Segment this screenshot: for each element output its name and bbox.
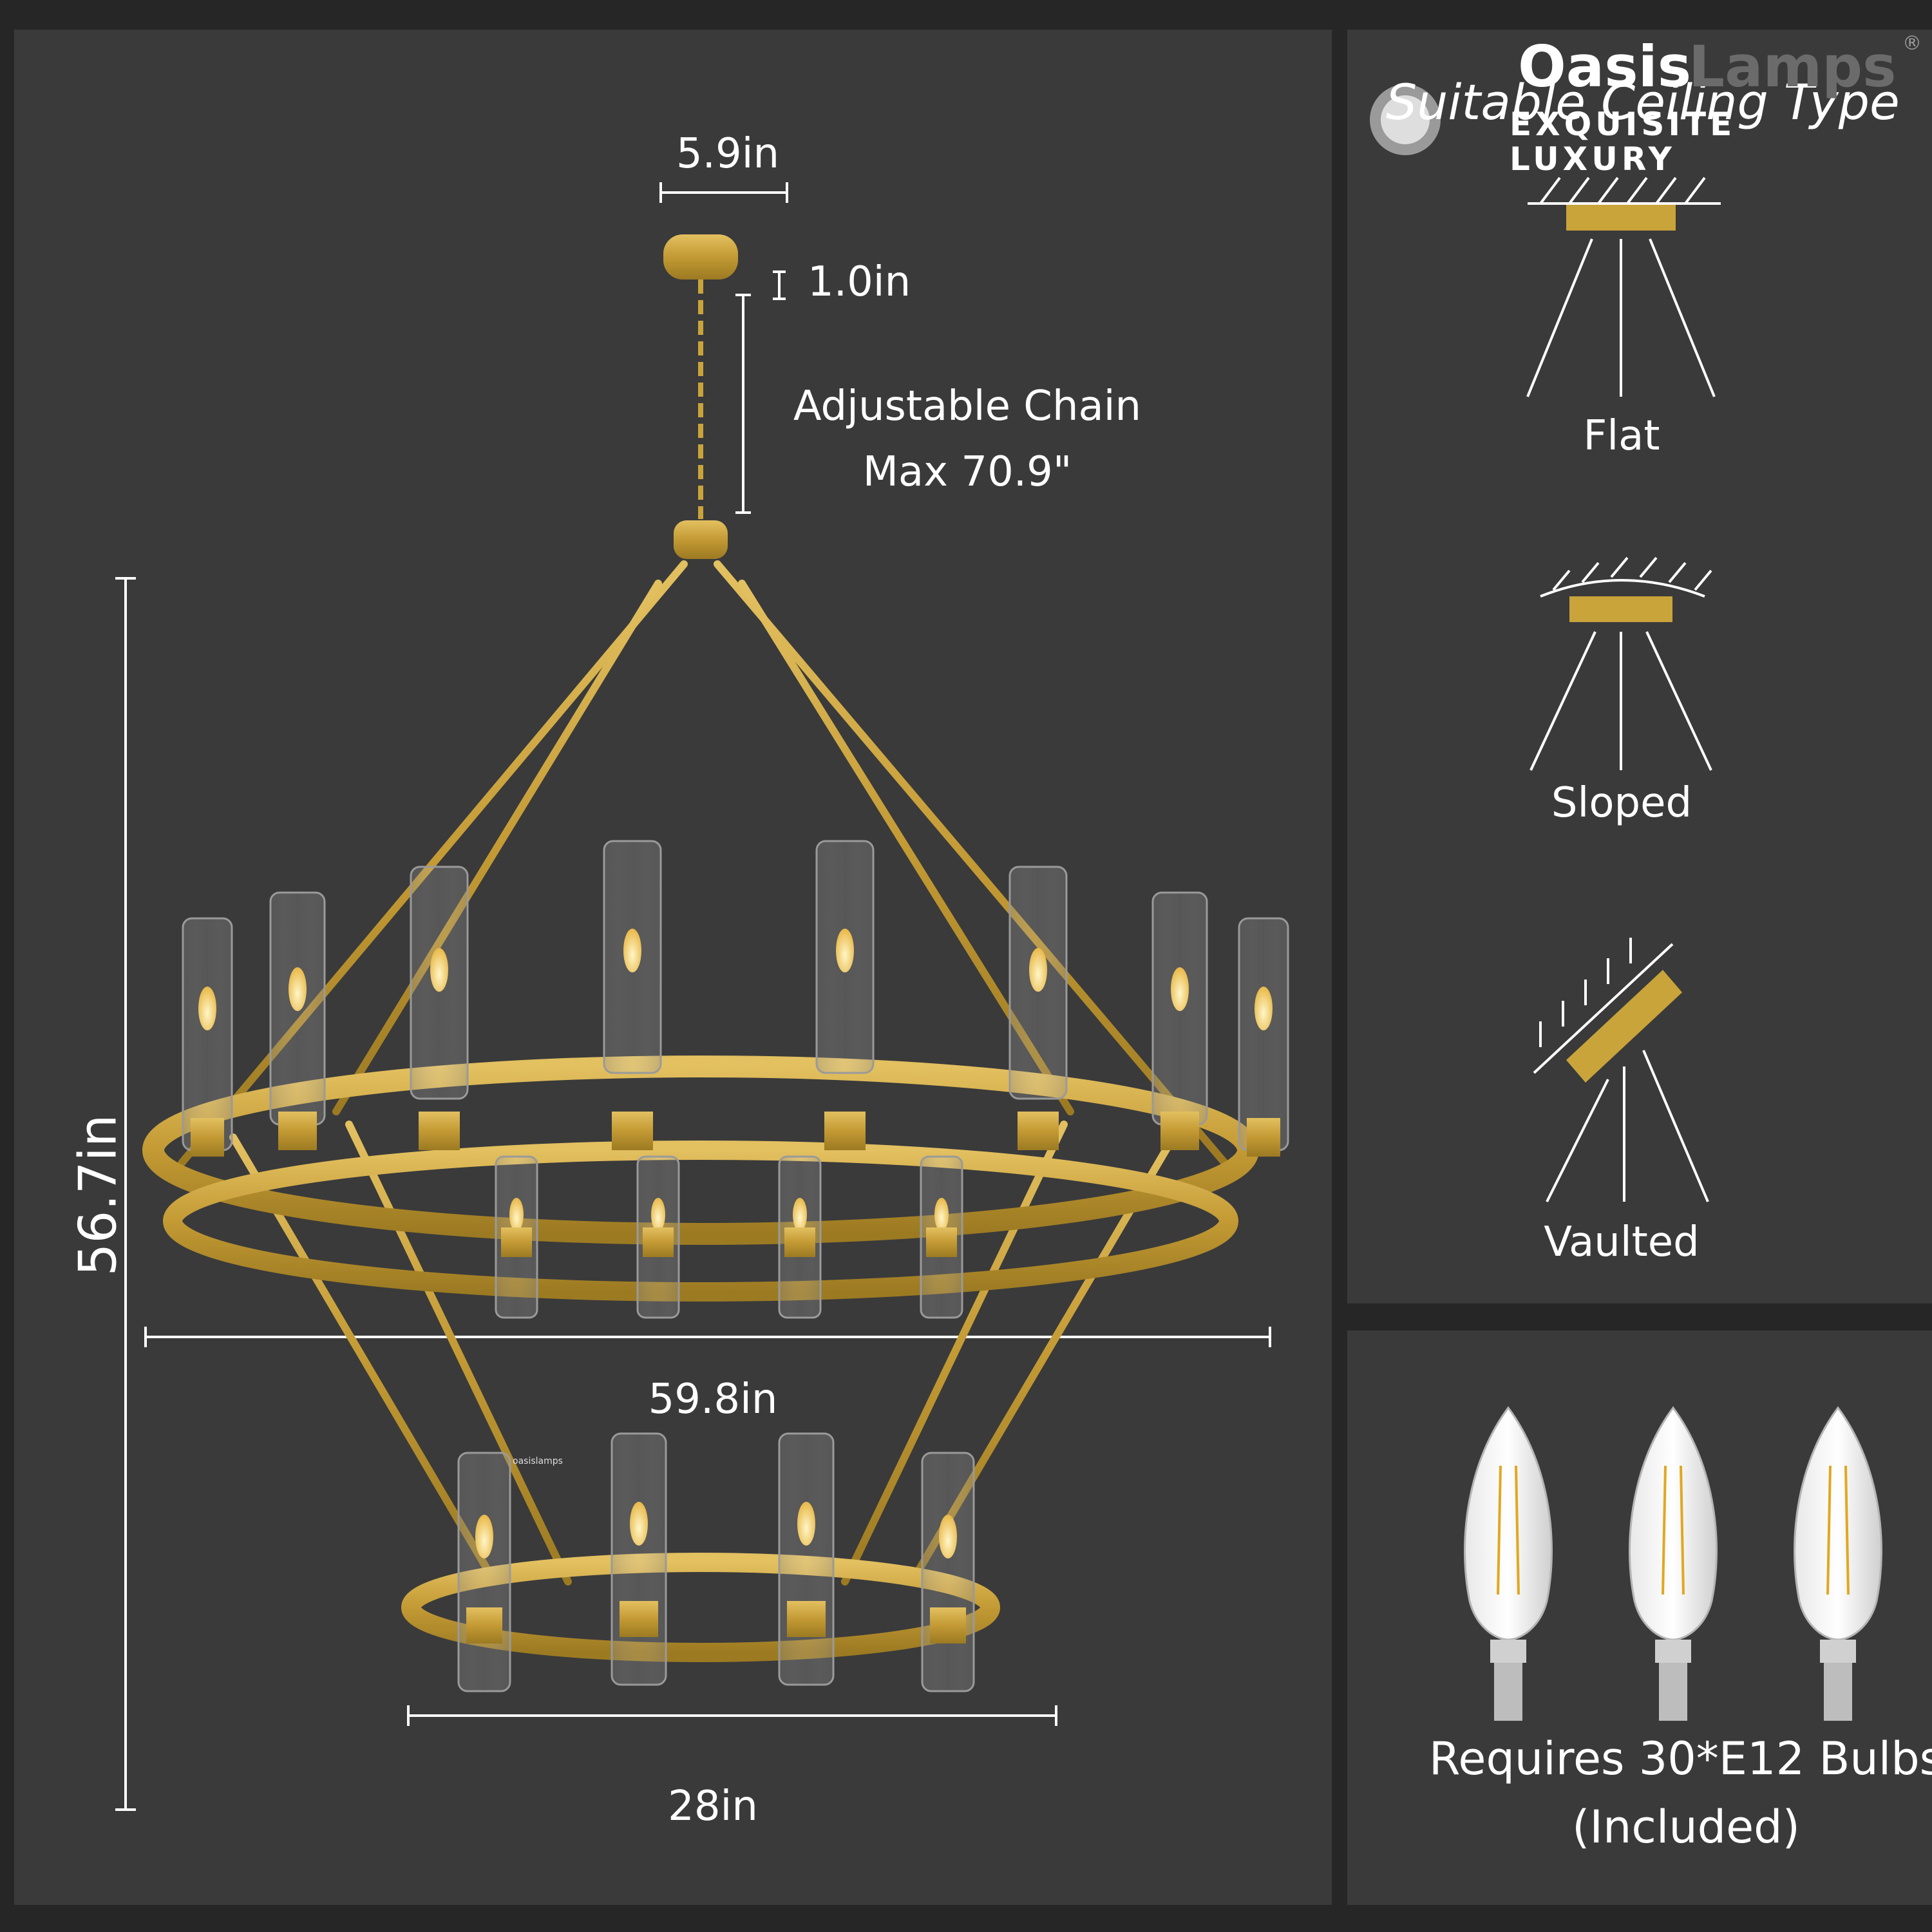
logo-mark: [1370, 84, 1441, 155]
ceiling-diagrams: [1370, 84, 1721, 1202]
dimension-lines: [115, 182, 1271, 1811]
upper-candles: [182, 840, 1289, 1319]
sloped-ceiling-icon: [1530, 556, 1712, 771]
ceiling-type-panel: Suitable Ceiling Type Oasis Lamps ® EXQU…: [1347, 30, 1932, 1303]
bulb-illustrations: [1464, 1406, 1882, 1721]
bulb-caption-line2: (Included): [1572, 1801, 1800, 1853]
brand-secondary: Lamps: [1689, 33, 1897, 100]
ceiling-type-flat: Flat: [1583, 412, 1660, 460]
brand-tagline-2: LUXURY: [1510, 140, 1676, 178]
brand-tagline-1: EXQUISITE: [1510, 106, 1736, 143]
canopy-width-label: 5.9in: [676, 130, 780, 178]
total-height-label: 56.7in: [68, 1114, 128, 1276]
ceiling-type-sloped: Sloped: [1551, 779, 1692, 827]
bulb-caption-line1: Requires 30*E12 Bulbs: [1428, 1732, 1932, 1785]
canopy: [663, 234, 738, 559]
chain-label-line1: Adjustable Chain: [793, 383, 1142, 430]
ceiling-heading: Suitable Ceiling Type: [1386, 73, 1900, 131]
bulb-icon-2: [1629, 1406, 1718, 1721]
flat-ceiling-icon: [1526, 176, 1721, 397]
bulb-panel: Requires 30*E12 Bulbs (Included): [1347, 1331, 1932, 1905]
brand-main: Oasis: [1518, 33, 1692, 100]
chain-label-line2: Max 70.9": [862, 448, 1072, 496]
upper-diameter-label: 59.8in: [648, 1376, 778, 1423]
lower-candles: [457, 1432, 975, 1692]
vaulted-ceiling-icon: [1533, 938, 1709, 1202]
bulb-icon-3: [1794, 1406, 1882, 1721]
lower-diameter-label: 28in: [668, 1783, 758, 1830]
watermark: oasislamps: [513, 1456, 563, 1466]
dimension-panel: 5.9in 1.0in Adjustable Chain Max 70.9" 5…: [14, 30, 1332, 1905]
bulb-icon-1: [1464, 1406, 1553, 1721]
registered-mark: ®: [1902, 32, 1922, 55]
lower-ring: [401, 1553, 1000, 1662]
chandelier-illustration: [115, 182, 1289, 1811]
canopy-height-label: 1.0in: [808, 258, 911, 306]
ceiling-type-vaulted: Vaulted: [1544, 1218, 1700, 1266]
